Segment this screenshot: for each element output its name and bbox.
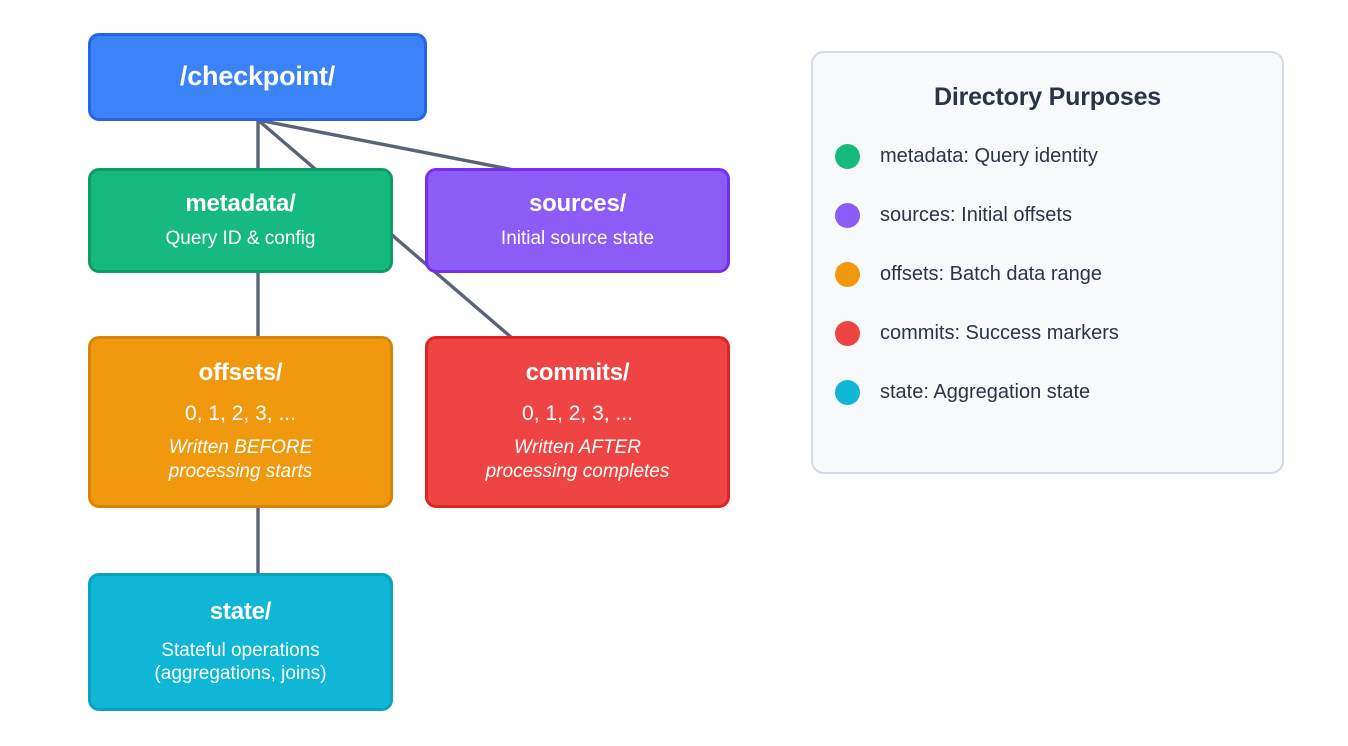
node-metadata-title: metadata/ [185,190,296,218]
node-commits[interactable]: commits/ 0, 1, 2, 3, ... Written AFTER p… [425,336,730,508]
legend-item-offsets: offsets: Batch data range [835,262,1282,287]
node-metadata[interactable]: metadata/ Query ID & config [88,168,393,273]
node-offsets-subtitle: 0, 1, 2, 3, ... [185,401,296,425]
legend-panel: Directory Purposes metadata: Query ident… [811,51,1284,474]
legend-dot-state-icon [835,380,860,405]
legend-dot-metadata-icon [835,144,860,169]
node-state[interactable]: state/ Stateful operations (aggregations… [88,573,393,711]
legend-dot-offsets-icon [835,262,860,287]
node-checkpoint[interactable]: /checkpoint/ [88,33,427,121]
node-offsets-note-line1: Written BEFORE [168,437,313,459]
legend-item-metadata: metadata: Query identity [835,144,1282,169]
node-offsets-title: offsets/ [198,359,283,387]
node-commits-title: commits/ [525,359,630,387]
node-sources-title: sources/ [528,190,627,218]
legend-dot-sources-icon [835,203,860,228]
node-offsets[interactable]: offsets/ 0, 1, 2, 3, ... Written BEFORE … [88,336,393,508]
node-commits-subtitle: 0, 1, 2, 3, ... [522,401,633,425]
node-state-subtitle-line1: Stateful operations [161,639,320,661]
node-sources-subtitle: Initial source state [500,227,655,249]
legend-label-sources: sources: Initial offsets [880,204,1072,226]
legend-item-sources: sources: Initial offsets [835,203,1282,228]
legend-item-state: state: Aggregation state [835,380,1282,405]
legend-title: Directory Purposes [933,83,1162,111]
legend-label-state: state: Aggregation state [880,381,1091,403]
node-state-subtitle-line2: (aggregations, joins) [154,663,327,685]
legend-label-offsets: offsets: Batch data range [880,263,1103,285]
node-commits-note-line2: processing completes [485,461,670,483]
edge-checkpoint-to-sources [257,118,515,172]
legend-label-commits: commits: Success markers [880,322,1119,344]
node-offsets-note-line2: processing starts [168,461,313,483]
legend-item-commits: commits: Success markers [835,321,1282,346]
legend-item-list: metadata: Query identity sources: Initia… [813,144,1282,405]
legend-dot-commits-icon [835,321,860,346]
node-checkpoint-title: /checkpoint/ [179,61,336,92]
legend-label-metadata: metadata: Query identity [880,145,1098,167]
node-sources[interactable]: sources/ Initial source state [425,168,730,273]
node-metadata-subtitle: Query ID & config [165,227,316,249]
node-commits-note-line1: Written AFTER [513,437,642,459]
node-state-title: state/ [209,597,272,625]
